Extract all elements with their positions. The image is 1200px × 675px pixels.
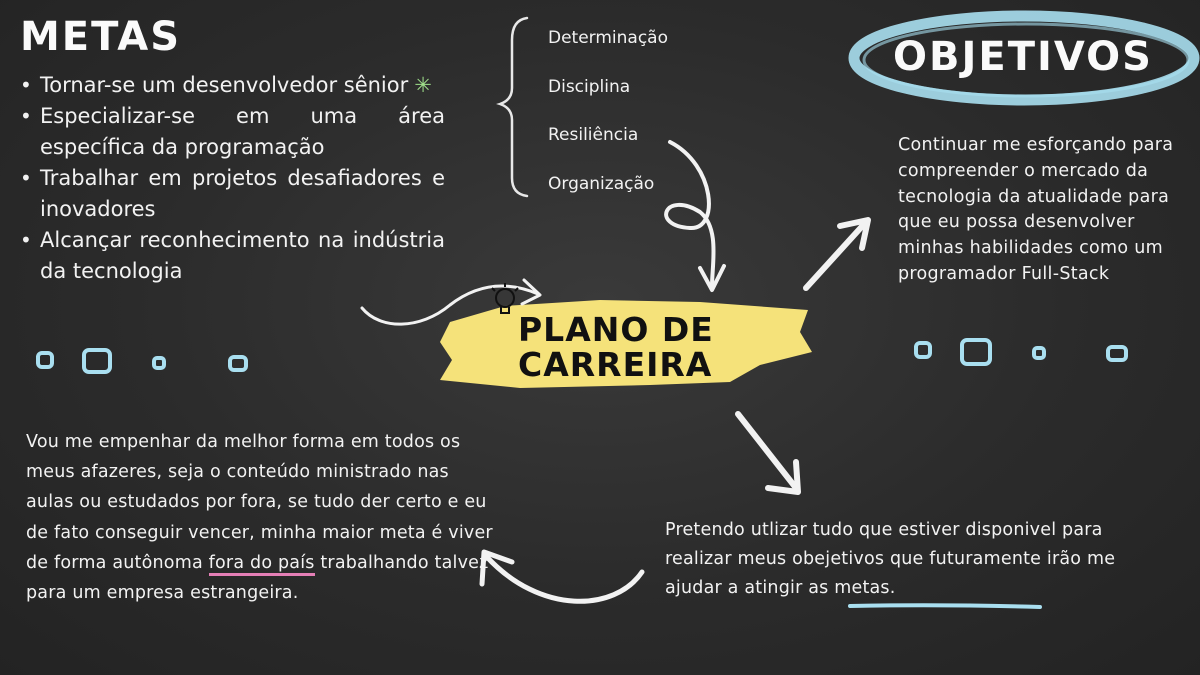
value-item: Organização [548,173,655,194]
square-dots-right [914,338,1128,366]
bottom-right-text: Pretendo utlizar tudo que estiver dispon… [665,520,1116,598]
bracket-brace [496,16,529,198]
value-item: Resiliência [548,125,639,145]
center-title: PLANO DE CARREIRA [518,310,714,384]
square-dots-left [36,348,248,374]
metas-arrow [360,284,540,326]
list-item: Alcançar reconhecimento na indústria da … [20,225,445,287]
blue-underline [848,603,1042,609]
value-item: Determinação [548,28,669,48]
list-item: Trabalhar em projetos desafiadores e ino… [20,163,445,225]
list-item: Tornar-se um desenvolvedor sênior✳ [20,70,445,101]
sparkle-icon: ✳ [414,73,432,97]
objetivos-text: Continuar me esforçando para compreender… [898,135,1174,284]
value-item: Disciplina [548,76,631,97]
down-arrow [735,411,799,491]
loop-arrow [664,140,716,288]
lightbulb-icon [491,283,519,314]
objetivos-oval [848,10,1200,106]
objetivos-arrow [803,219,869,291]
list-item: Especializar-se em uma área específica d… [20,101,445,163]
values-list: Determinação Disciplina Resiliência Orga… [548,14,668,208]
objetivos-title: OBJETIVOS [893,34,1153,80]
metas-title: METAS [20,14,182,60]
curve-arrow [483,553,645,604]
metas-list: Tornar-se um desenvolvedor sênior✳ Espec… [20,70,445,287]
yellow-brush [440,300,812,388]
bottom-left-text: Vou me empenhar da melhor forma em todos… [26,432,493,604]
highlighted-phrase: fora do país [208,552,315,576]
